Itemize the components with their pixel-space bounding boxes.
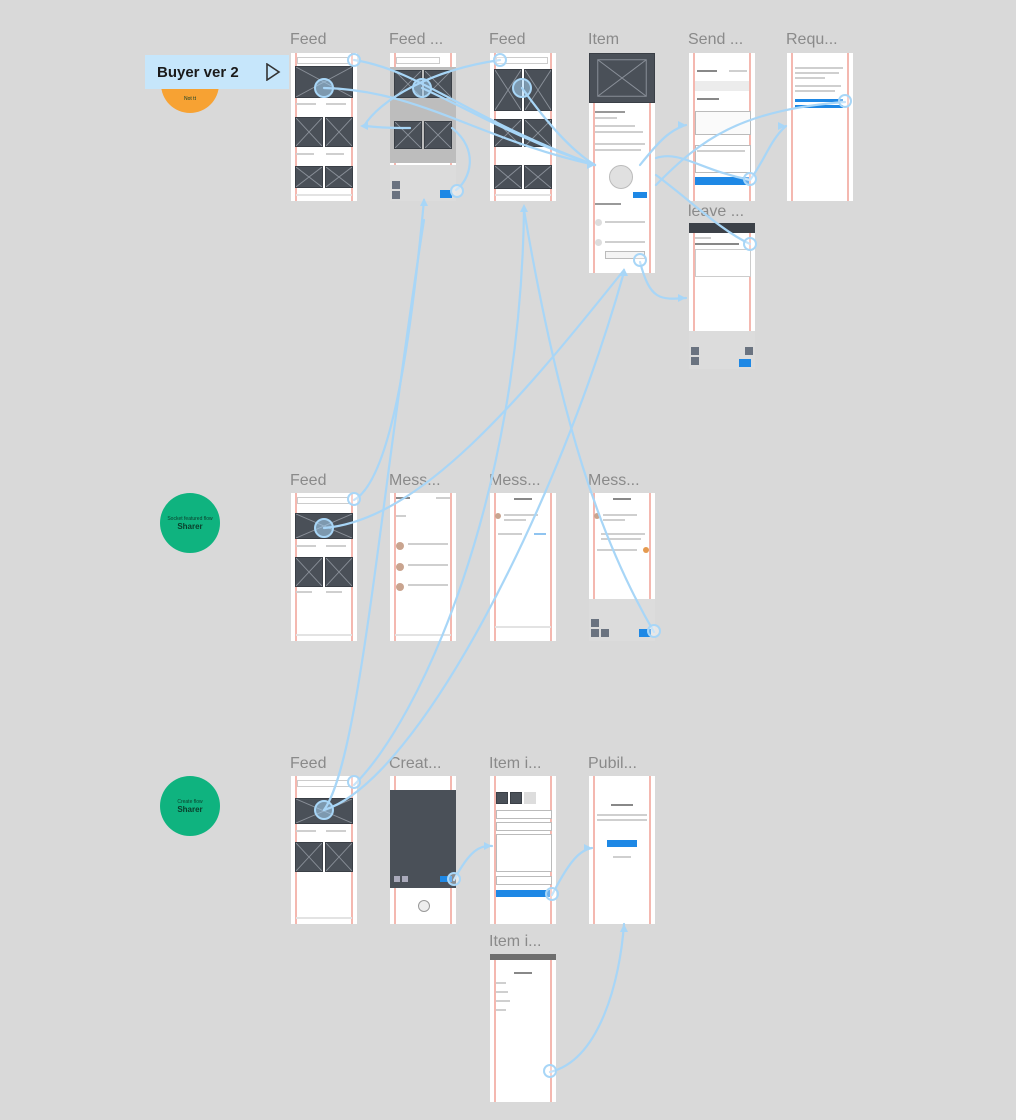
frame-title: Requ... (786, 31, 838, 48)
hotspot[interactable] (543, 1064, 557, 1078)
hotspot[interactable] (545, 887, 559, 901)
hotspot[interactable] (347, 53, 361, 67)
hotspot[interactable] (412, 78, 432, 98)
frame-item[interactable] (589, 53, 655, 273)
frame-item-info[interactable] (490, 776, 556, 924)
flow-start-label: Not tt (184, 96, 196, 102)
frame-feed-search[interactable] (390, 53, 456, 201)
frame-item-info-category[interactable] (490, 954, 556, 1102)
frame-feed[interactable] (291, 493, 357, 641)
frame-publish[interactable] (589, 776, 655, 924)
frame-title: Feed (489, 31, 526, 48)
hotspot[interactable] (743, 237, 757, 251)
frame-title: leave ... (688, 203, 745, 220)
frame-feed[interactable] (291, 53, 357, 201)
frame-title: Pubil... (588, 755, 637, 772)
flow-start-name: Sharer (177, 521, 203, 531)
hotspot[interactable] (743, 172, 757, 186)
play-icon[interactable] (265, 63, 281, 81)
frame-title: Mess... (588, 472, 640, 489)
frame-feed[interactable] (291, 776, 357, 924)
hotspot[interactable] (647, 624, 661, 638)
hotspot[interactable] (838, 94, 852, 108)
hotspot[interactable] (512, 78, 532, 98)
frame-title: Feed ... (389, 31, 444, 48)
frame-title: Feed (290, 472, 327, 489)
flow-start-sharer[interactable]: Socket featured flow Sharer (160, 493, 220, 553)
frame-messages[interactable] (390, 493, 456, 641)
frame-feed[interactable] (490, 53, 556, 201)
frame-title: Feed (290, 31, 327, 48)
hotspot[interactable] (314, 800, 334, 820)
frame-request[interactable] (787, 53, 853, 201)
hotspot[interactable] (633, 253, 647, 267)
frame-title: Feed (290, 755, 327, 772)
flow-start-label: Socket featured flow (167, 515, 213, 522)
hotspot[interactable] (450, 184, 464, 198)
hotspot[interactable] (347, 492, 361, 506)
hotspot[interactable] (493, 53, 507, 67)
frame-create[interactable] (390, 776, 456, 924)
hotspot[interactable] (347, 775, 361, 789)
frame-message-thread[interactable] (490, 493, 556, 641)
flow-start-create[interactable]: Create flow Sharer (160, 776, 220, 836)
frame-title: Item i... (489, 755, 542, 772)
hotspot[interactable] (314, 518, 334, 538)
frame-title: Item i... (489, 933, 542, 950)
frame-title: Mess... (389, 472, 441, 489)
frame-title: Creat... (389, 755, 442, 772)
hotspot[interactable] (447, 872, 461, 886)
prototype-start-tag[interactable]: Buyer ver 2 (145, 55, 289, 89)
frame-title: Item (588, 31, 620, 48)
frame-title: Send ... (688, 31, 744, 48)
flow-start-name: Sharer (177, 804, 203, 814)
flow-start-label: Create flow (177, 798, 203, 805)
prototype-name: Buyer ver 2 (157, 63, 239, 81)
hotspot[interactable] (314, 78, 334, 98)
frame-title: Mess... (489, 472, 541, 489)
frame-message-reply[interactable] (589, 493, 655, 641)
